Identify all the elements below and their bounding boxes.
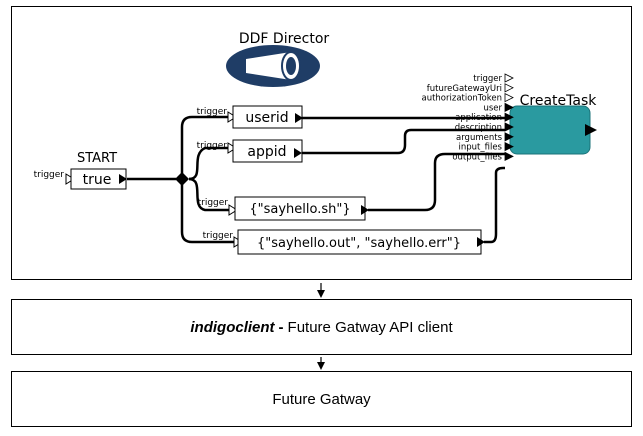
createtask-input-ports: triggerfutureGatewayUriauthorizationToke… (421, 73, 514, 162)
appid-value: appid (247, 144, 286, 160)
director-icon[interactable] (226, 45, 320, 87)
createtask-port-label-output_files: output_files (452, 152, 502, 162)
start-trigger-label: trigger (34, 170, 65, 180)
appid-box[interactable] (232, 139, 303, 163)
client-text: indigoclient - Future Gatway API client (12, 300, 631, 354)
createtask-title: CreateTask (520, 93, 598, 109)
appid-trigger-port[interactable] (227, 142, 237, 154)
createtask-port-label-trigger: trigger (473, 74, 502, 84)
createtask-port-futureGatewayUri[interactable] (504, 83, 514, 93)
createtask-port-trigger[interactable] (504, 73, 514, 83)
start-output-port[interactable] (119, 174, 127, 184)
createtask-port-arguments[interactable] (504, 132, 514, 142)
createtask-port-label-user: user (483, 103, 502, 113)
outputs-value: {"sayhello.out", "sayhello.err"} (257, 236, 461, 251)
start-title: START (77, 151, 117, 166)
createtask-port-label-description: description (455, 123, 502, 133)
userid-box[interactable] (232, 105, 303, 129)
relation-diamond[interactable] (175, 172, 189, 186)
client-name: indigoclient (190, 318, 275, 336)
createtask-port-label-application: application (455, 113, 502, 123)
outputs-output-port[interactable] (477, 237, 485, 247)
script-value: {"sayhello.sh"} (249, 202, 350, 217)
script-trigger-label: trigger (198, 198, 229, 208)
outputs-trigger-label: trigger (203, 231, 234, 241)
start-trigger-port[interactable] (65, 173, 75, 185)
userid-trigger-label: trigger (197, 107, 228, 117)
script-trigger-port[interactable] (228, 204, 238, 216)
appid-output-port[interactable] (294, 148, 302, 158)
createtask-box[interactable] (509, 105, 591, 155)
createtask-port-application[interactable] (504, 112, 514, 122)
connection-lines (127, 115, 505, 244)
appid-trigger-label: trigger (197, 141, 228, 151)
start-value: true (83, 172, 112, 188)
client-description: Future Gatway API client (287, 318, 453, 336)
userid-value: userid (245, 110, 288, 126)
createtask-port-label-input_files: input_files (459, 143, 503, 153)
createtask-port-label-futureGatewayUri: futureGatewayUri (427, 84, 502, 94)
director-label: DDF Director (239, 31, 330, 47)
userid-trigger-port[interactable] (227, 111, 237, 123)
createtask-port-input_files[interactable] (504, 141, 514, 152)
client-separator: - (278, 318, 284, 336)
userid-output-port[interactable] (295, 113, 303, 123)
createtask-port-output_files[interactable] (504, 151, 514, 162)
createtask-port-label-arguments: arguments (456, 133, 503, 143)
createtask-port-user[interactable] (504, 102, 514, 113)
createtask-output-port[interactable] (585, 124, 597, 136)
createtask-port-label-authorizationToken: authorizationToken (421, 94, 502, 104)
gateway-box: Future Gatway (11, 371, 632, 427)
client-box: indigoclient - Future Gatway API client (11, 299, 632, 355)
createtask-port-authorizationToken[interactable] (504, 92, 514, 103)
gateway-label: Future Gatway (272, 390, 371, 408)
createtask-port-description[interactable] (504, 122, 514, 132)
script-output-port[interactable] (361, 205, 369, 215)
